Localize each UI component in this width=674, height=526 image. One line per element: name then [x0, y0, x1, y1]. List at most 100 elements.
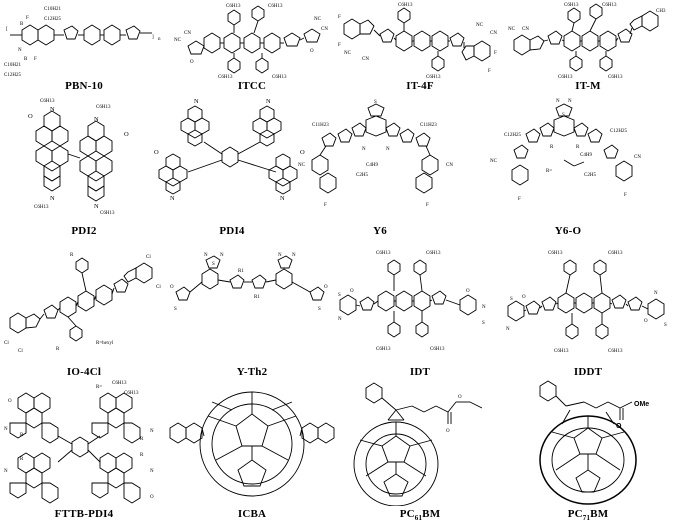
svg-text:R: R [20, 433, 24, 438]
svg-text:O: O [458, 395, 462, 400]
svg-text:R1: R1 [254, 295, 260, 300]
molecule-io-4cl: R R Cl Cl Cl Cl R=hexyl IO-4Cl [0, 246, 168, 380]
svg-text:R: R [576, 145, 580, 150]
iddt-structure: C6H13 C6H13 C6H13 C6H13 N N S S O O [506, 251, 667, 354]
svg-text:F: F [488, 69, 491, 74]
io-4cl-structure: R R Cl Cl Cl Cl R=hexyl [4, 253, 161, 354]
svg-text:F: F [494, 51, 497, 56]
svg-text:C6H13: C6H13 [608, 75, 623, 80]
svg-text:C6H13: C6H13 [430, 347, 445, 352]
svg-text:CN: CN [522, 27, 529, 32]
svg-text:R: R [550, 145, 554, 150]
pc61bm-structure: O O [353, 382, 483, 506]
svg-text:C6H13: C6H13 [608, 349, 623, 354]
svg-text:O: O [28, 113, 33, 120]
y-th2-structure: N S N R1 R1 N N S S O O [170, 253, 328, 312]
svg-text:Cl: Cl [156, 285, 161, 290]
label-iddt: IDDT [573, 366, 603, 378]
svg-text:CN: CN [634, 155, 641, 160]
svg-text:C6H13: C6H13 [100, 211, 115, 216]
svg-text:C12H25: C12H25 [504, 133, 521, 138]
svg-text:N: N [654, 291, 658, 296]
svg-text:C6H13: C6H13 [218, 75, 233, 80]
icba-structure [169, 391, 335, 497]
svg-text:F: F [426, 203, 429, 208]
svg-text:[: [ [6, 27, 8, 32]
label-io-4cl: IO-4Cl [66, 366, 102, 378]
svg-text:CH3: CH3 [656, 9, 666, 14]
svg-text:N: N [278, 253, 282, 258]
svg-text:R: R [70, 253, 74, 258]
label-y-th2: Y-Th2 [236, 366, 268, 378]
svg-text:Cl: Cl [4, 341, 9, 346]
label-pbn-10: PBN-10 [65, 80, 103, 92]
svg-text:N: N [506, 327, 510, 332]
svg-text:C12H25: C12H25 [4, 73, 21, 78]
svg-text:NC: NC [344, 51, 352, 56]
svg-text:C2H5: C2H5 [584, 173, 596, 178]
label-y6: Y6 [373, 225, 387, 237]
label-pc71bm: PC71BM [567, 508, 609, 523]
repeat-n: n [158, 37, 161, 42]
svg-text:C6H13: C6H13 [564, 3, 579, 8]
molecule-pbn-10: [ ] n F B N B F C10H21 C12H25 C10H21 C12… [0, 0, 168, 98]
y6-structure: S N N C11H23 C11H23 NC CN F F C4H9 C2H5 [298, 100, 453, 208]
svg-text:N: N [482, 305, 486, 310]
molecule-it-4f: F F F F NC CN NC CN C6H13 C6H13 IT-4F [336, 0, 504, 98]
svg-text:F: F [624, 193, 627, 198]
svg-text:O: O [300, 149, 305, 156]
svg-text:C6H13: C6H13 [554, 349, 569, 354]
svg-text:O: O [466, 289, 470, 294]
svg-text:R: R [140, 437, 144, 442]
molecule-idt: C6H13 C6H13 C6H13 C6H13 N N S S O O IDT [336, 246, 504, 380]
itcc-structure: NC CN NC CN O O C6H13 C6H13 C6H13 C6H13 [174, 4, 328, 80]
svg-text:O: O [154, 149, 159, 156]
svg-text:O: O [124, 131, 129, 138]
molecule-pdi4: N N N N O O PDI4 [148, 96, 316, 242]
svg-text:Cl: Cl [146, 255, 151, 260]
svg-text:O: O [190, 60, 194, 65]
svg-text:S: S [562, 113, 565, 118]
svg-text:N: N [150, 429, 154, 434]
svg-text:CN: CN [362, 57, 369, 62]
svg-text:N: N [556, 99, 560, 104]
label-it-m: IT-M [575, 80, 601, 92]
idt-structure: C6H13 C6H13 C6H13 C6H13 N N S S O O [338, 251, 486, 352]
svg-text:C6H13: C6H13 [558, 75, 573, 80]
y6-o-structure: N N S C12H25 C12H25 R R R= C4H9 C2H5 NC … [490, 99, 641, 202]
svg-text:N: N [568, 99, 572, 104]
svg-text:C6H13: C6H13 [426, 251, 441, 256]
svg-text:C6H13: C6H13 [112, 381, 127, 386]
molecule-y6: S N N C11H23 C11H23 NC CN F F C4H9 C2H5 … [296, 96, 464, 242]
svg-text:C6H13: C6H13 [602, 3, 617, 8]
svg-text:CN: CN [446, 163, 453, 168]
svg-text:C6H13: C6H13 [426, 75, 441, 80]
svg-text:CN: CN [321, 27, 328, 32]
label-idt: IDT [409, 366, 431, 378]
svg-text:N: N [18, 48, 22, 53]
svg-text:F: F [338, 15, 341, 20]
svg-text:N: N [50, 195, 55, 202]
svg-text:F: F [518, 197, 521, 202]
molecule-pc71bm: OMe O PC71BM [504, 380, 672, 526]
pbn-10-structure: [ ] n F B N B F C10H21 C12H25 C10H21 C12… [4, 7, 161, 78]
svg-text:S: S [664, 323, 667, 328]
molecule-it-m: CH3 NC CN C6H13 C6H13 C6H13 C6H13 IT-M [504, 0, 672, 98]
svg-text:C4H9: C4H9 [580, 153, 592, 158]
label-fttb-pdi4: FTTB-PDI4 [54, 508, 114, 520]
svg-text:O: O [8, 399, 12, 404]
label-pc61bm: PC61BM [399, 508, 441, 523]
svg-text:C6H13: C6H13 [40, 99, 55, 104]
molecule-y6-o: N N S C12H25 C12H25 R R R= C4H9 C2H5 NC … [484, 96, 652, 242]
label-pdi2: PDI2 [71, 225, 97, 237]
svg-text:C12H25: C12H25 [44, 17, 61, 22]
svg-text:F: F [34, 57, 37, 62]
fttb-pdi4-structure: R= C6H13 C6H13 N N N N R R R R O O [4, 381, 154, 504]
svg-text:R=hexyl: R=hexyl [96, 341, 114, 346]
svg-text:NC: NC [490, 159, 498, 164]
svg-text:C6H13: C6H13 [376, 251, 391, 256]
svg-text:C4H9: C4H9 [366, 163, 378, 168]
svg-text:CN: CN [490, 31, 497, 36]
svg-text:R=: R= [96, 385, 102, 390]
svg-text:Cl: Cl [18, 349, 23, 354]
